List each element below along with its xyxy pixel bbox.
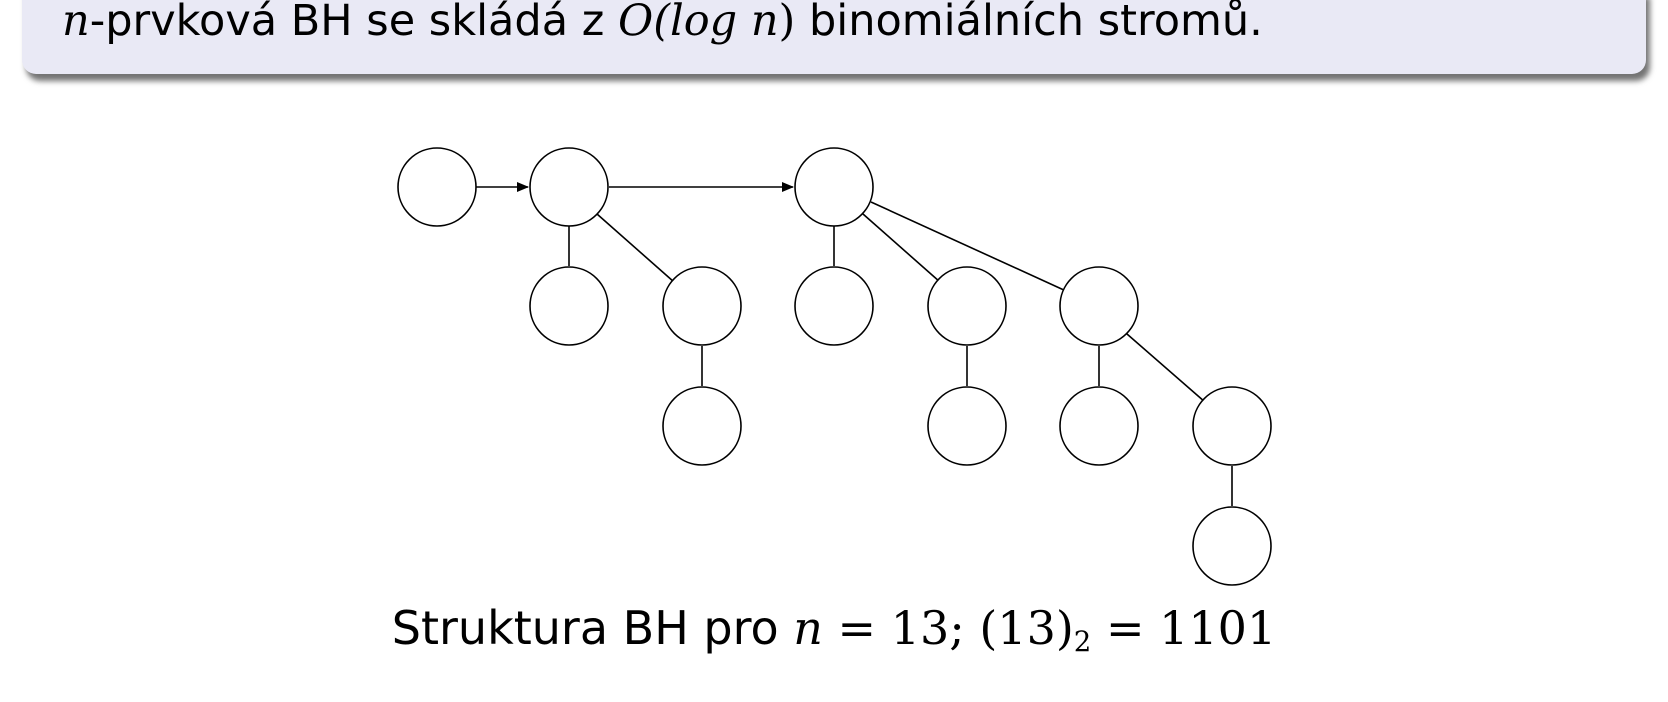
- tree-node: [1059, 386, 1139, 466]
- text-prefix: -prvková BH se skládá z: [89, 0, 618, 46]
- tree-node: [1192, 386, 1272, 466]
- tree-b1-root-node: [529, 147, 609, 227]
- big-o: O(log n): [617, 0, 796, 46]
- caption-eq1: = 13; (13): [822, 601, 1074, 655]
- tree-node: [927, 386, 1007, 466]
- edge: [1126, 333, 1206, 403]
- caption-subscript: 2: [1073, 624, 1092, 658]
- tree-node: [662, 266, 742, 346]
- edge: [862, 213, 941, 283]
- tree-node: [927, 266, 1007, 346]
- edge: [596, 213, 675, 283]
- tree-node: [1059, 266, 1139, 346]
- tree-node: [529, 266, 609, 346]
- var-n: n: [62, 0, 90, 46]
- tree-b3-root-node: [794, 147, 874, 227]
- caption-prefix: Struktura BH pro: [391, 601, 794, 655]
- block-text: n-prvková BH se skládá z O(log n) binomi…: [62, 0, 1263, 52]
- text-suffix: binomiálních stromů.: [795, 0, 1263, 46]
- caption-var-n: n: [793, 601, 823, 655]
- caption-eq2: = 1101: [1091, 601, 1277, 655]
- tree-b0-root-node: [397, 147, 477, 227]
- edge: [870, 201, 1067, 292]
- tree-node: [794, 266, 874, 346]
- tree-node: [662, 386, 742, 466]
- theorem-block: n-prvková BH se skládá z O(log n) binomi…: [22, 0, 1646, 74]
- tree-node: [1192, 506, 1272, 586]
- diagram-caption: Struktura BH pro n = 13; (13)2 = 1101: [0, 598, 1668, 658]
